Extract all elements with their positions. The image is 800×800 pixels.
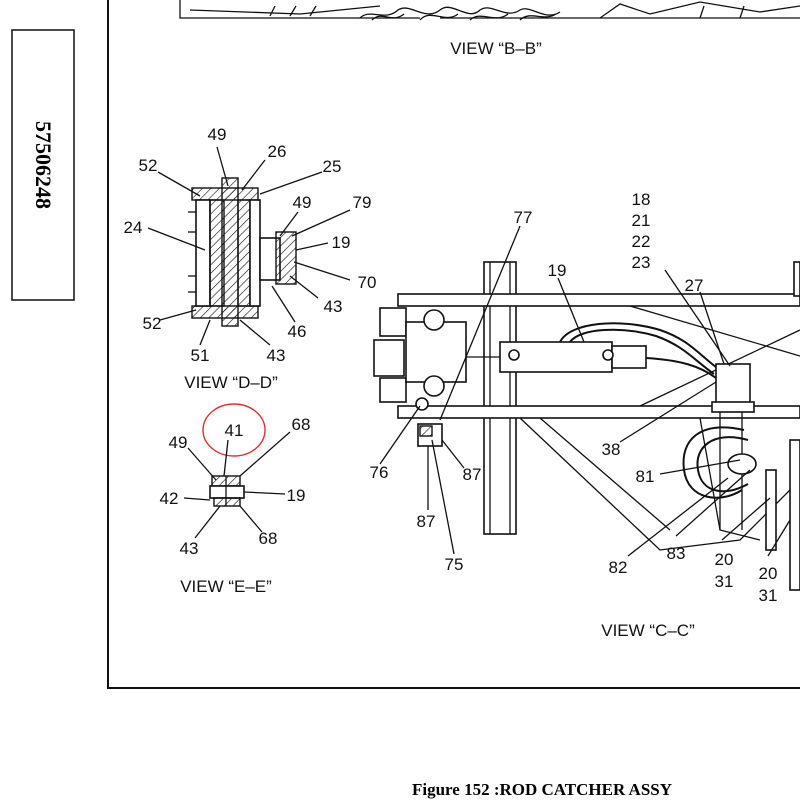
view-dd-label: VIEW “D–D” <box>184 373 278 392</box>
callout-19: 19 <box>287 486 306 505</box>
callout-52: 52 <box>143 314 162 333</box>
callout-52: 52 <box>139 156 158 175</box>
view-dd-drawing <box>188 177 297 327</box>
callout-43: 43 <box>180 539 199 558</box>
callout-83: 83 <box>667 544 686 563</box>
callout-49: 49 <box>169 433 188 452</box>
callout-31: 31 <box>715 572 734 591</box>
view-ee-drawing <box>209 475 245 507</box>
callout-20: 20 <box>759 564 778 583</box>
callout-87: 87 <box>463 465 482 484</box>
drawing-frame <box>107 0 800 689</box>
callout-68: 68 <box>259 529 278 548</box>
view-cc-drawing <box>373 261 800 591</box>
callout-41: 41 <box>225 421 244 440</box>
callout-46: 46 <box>288 322 307 341</box>
callout-26: 26 <box>268 142 287 161</box>
callout-82: 82 <box>609 558 628 577</box>
callout-18: 18 <box>632 190 651 209</box>
callout-25: 25 <box>323 157 342 176</box>
callout-70: 70 <box>358 273 377 292</box>
view-ee-callouts: 41 68 49 19 42 43 68 <box>160 415 311 558</box>
view-ee-leaders <box>183 431 291 539</box>
figure-caption: Figure 152 :ROD CATCHER ASSY <box>412 780 672 799</box>
callout-23: 23 <box>632 253 651 272</box>
callout-42: 42 <box>160 489 179 508</box>
callout-43: 43 <box>267 346 286 365</box>
callout-49: 49 <box>293 193 312 212</box>
view-dd-leaders <box>147 146 351 346</box>
view-cc-callouts: 77 18 21 22 23 19 27 38 81 76 87 87 75 8… <box>370 190 778 605</box>
callout-76: 76 <box>370 463 389 482</box>
view-ee-label: VIEW “E–E” <box>180 577 272 596</box>
callout-22: 22 <box>632 232 651 251</box>
callout-43: 43 <box>324 297 343 316</box>
callout-38: 38 <box>602 440 621 459</box>
view-cc-label: VIEW “C–C” <box>601 621 695 640</box>
callout-79: 79 <box>353 193 372 212</box>
callout-81: 81 <box>636 467 655 486</box>
callout-51: 51 <box>191 346 210 365</box>
callout-87: 87 <box>417 512 436 531</box>
view-dd-callouts: 49 26 52 25 49 79 24 19 70 43 52 46 51 4… <box>124 125 377 365</box>
callout-24: 24 <box>124 218 143 237</box>
side-number: 57506248 <box>31 121 56 209</box>
view-cc-leaders <box>379 225 791 557</box>
view-bb-label: VIEW “B–B” <box>450 39 542 58</box>
callout-27: 27 <box>685 276 704 295</box>
side-title-box <box>11 29 75 301</box>
callout-21: 21 <box>632 211 651 230</box>
callout-20: 20 <box>715 550 734 569</box>
callout-77: 77 <box>514 208 533 227</box>
callout-31: 31 <box>759 586 778 605</box>
callout-19: 19 <box>548 261 567 280</box>
view-bb-drawing <box>179 0 800 21</box>
callout-75: 75 <box>445 555 464 574</box>
callout-68: 68 <box>292 415 311 434</box>
callout-49: 49 <box>208 125 227 144</box>
highlight-circle <box>202 403 266 457</box>
callout-19: 19 <box>332 233 351 252</box>
